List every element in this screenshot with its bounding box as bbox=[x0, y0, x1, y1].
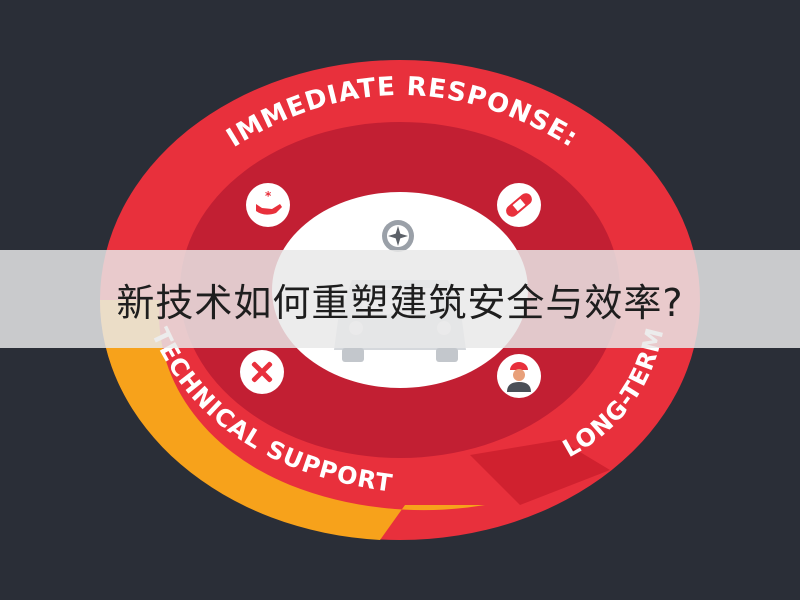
compass-icon bbox=[382, 220, 414, 252]
bandage-icon bbox=[497, 183, 541, 227]
hand-icon: * bbox=[246, 183, 290, 227]
svg-text:*: * bbox=[265, 189, 272, 203]
page-title: 新技术如何重塑建筑安全与效率? bbox=[116, 280, 684, 325]
long-term-arrow bbox=[470, 440, 610, 505]
title-banner: 新技术如何重塑建筑安全与效率? bbox=[0, 250, 800, 348]
tools-icon bbox=[240, 350, 284, 394]
worker-icon bbox=[497, 354, 541, 398]
